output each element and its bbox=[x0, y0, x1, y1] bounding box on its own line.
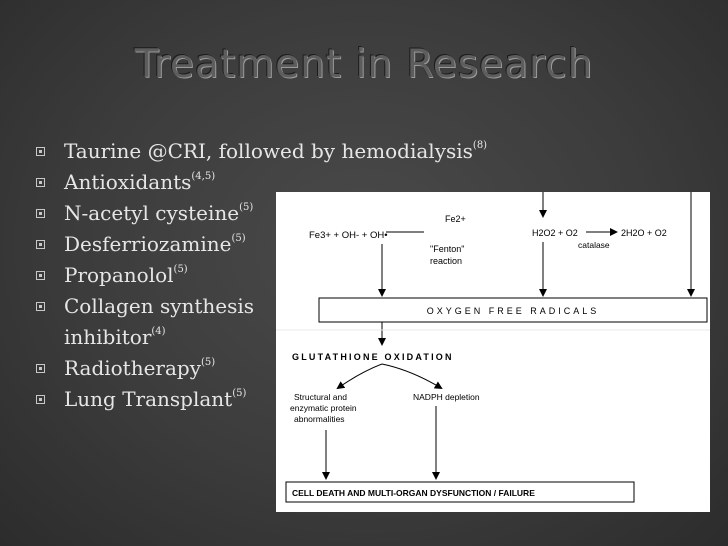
bullet-ref: (5) bbox=[231, 233, 246, 244]
slide-title: Treatment in Research bbox=[134, 42, 594, 87]
bullet-ref: (4,5) bbox=[191, 171, 216, 182]
square-bullet-icon bbox=[36, 395, 45, 404]
catalase-text: catalase bbox=[578, 240, 610, 250]
bullet-text: Lung Transplant bbox=[64, 387, 233, 411]
oxygen-free-radicals-box bbox=[318, 297, 708, 323]
bullet-ref: (5) bbox=[232, 388, 247, 399]
bullet-ref: (4) bbox=[151, 326, 166, 337]
curve-to-nadph bbox=[381, 363, 443, 390]
bullet-continuation: inhibitor(4) bbox=[36, 322, 487, 353]
bullet-item: Propanolol(5) bbox=[36, 260, 487, 291]
bullet-ref: (8) bbox=[472, 140, 488, 151]
bullet-text: Propanolol bbox=[64, 263, 174, 287]
bullet-ref: (5) bbox=[239, 202, 254, 213]
bullet-item: Lung Transplant(5) bbox=[36, 384, 487, 415]
cell-death-label: CELL DEATH AND MULTI-ORGAN DYSFUNCTION /… bbox=[292, 488, 535, 498]
bullet-item: N-acetyl cysteine(5) bbox=[36, 198, 487, 229]
bullet-ref: (5) bbox=[201, 357, 216, 368]
bullet-text: N-acetyl cysteine bbox=[64, 201, 240, 225]
bullet-ref: (5) bbox=[173, 264, 188, 275]
square-bullet-icon bbox=[36, 240, 45, 249]
fenton-left-text: Fe3+ + OH- + OH• bbox=[309, 230, 388, 241]
square-bullet-icon bbox=[36, 271, 45, 280]
bullet-item: Desferriozamine(5) bbox=[36, 229, 487, 260]
fe2-text: Fe2+ bbox=[445, 214, 466, 224]
structural-text-3: abnormalities bbox=[294, 414, 345, 424]
oxidative-stress-diagram: Fe3+ + OH- + OH• Fe2+ "Fenton" reaction … bbox=[276, 192, 710, 512]
bullet-item: Taurine @CRI, followed by hemodialysis(8… bbox=[36, 136, 487, 167]
square-bullet-icon bbox=[36, 364, 45, 373]
bullet-item: Antioxidants(4,5) bbox=[36, 167, 487, 198]
nadph-text: NADPH depletion bbox=[413, 392, 480, 402]
bullet-text: Desferriozamine bbox=[64, 232, 232, 256]
cell-death-box bbox=[285, 481, 635, 503]
bullet-text: Antioxidants bbox=[64, 170, 192, 194]
glutathione-oxidation-label: GLUTATHIONE OXIDATION bbox=[292, 352, 454, 362]
square-bullet-icon bbox=[36, 209, 45, 218]
square-bullet-icon bbox=[36, 302, 45, 311]
fenton-label-1: "Fenton" bbox=[430, 244, 464, 254]
structural-text-1: Structural and bbox=[294, 392, 347, 402]
square-bullet-icon bbox=[36, 178, 45, 187]
bullet-text: Radiotherapy bbox=[64, 356, 202, 380]
bullet-list: Taurine @CRI, followed by hemodialysis(8… bbox=[36, 136, 487, 415]
bullet-text: Taurine @CRI, followed by hemodialysis bbox=[64, 139, 473, 163]
bullet-text: inhibitor bbox=[64, 325, 152, 349]
oxygen-free-radicals-label: OXYGEN FREE RADICALS bbox=[427, 306, 600, 316]
structural-text-2: enzymatic protein bbox=[290, 403, 357, 413]
bullet-item: Collagen synthesis bbox=[36, 291, 487, 322]
flowchart-svg: Fe3+ + OH- + OH• Fe2+ "Fenton" reaction … bbox=[276, 192, 710, 503]
h2o2-text: H2O2 + O2 bbox=[532, 228, 578, 238]
curve-to-structural bbox=[336, 363, 383, 390]
h2o-product-text: 2H2O + O2 bbox=[621, 228, 667, 238]
bullet-item: Radiotherapy(5) bbox=[36, 353, 487, 384]
square-bullet-icon bbox=[36, 147, 45, 156]
fenton-label-2: reaction bbox=[430, 256, 462, 266]
bullet-text: Collagen synthesis bbox=[64, 294, 255, 318]
